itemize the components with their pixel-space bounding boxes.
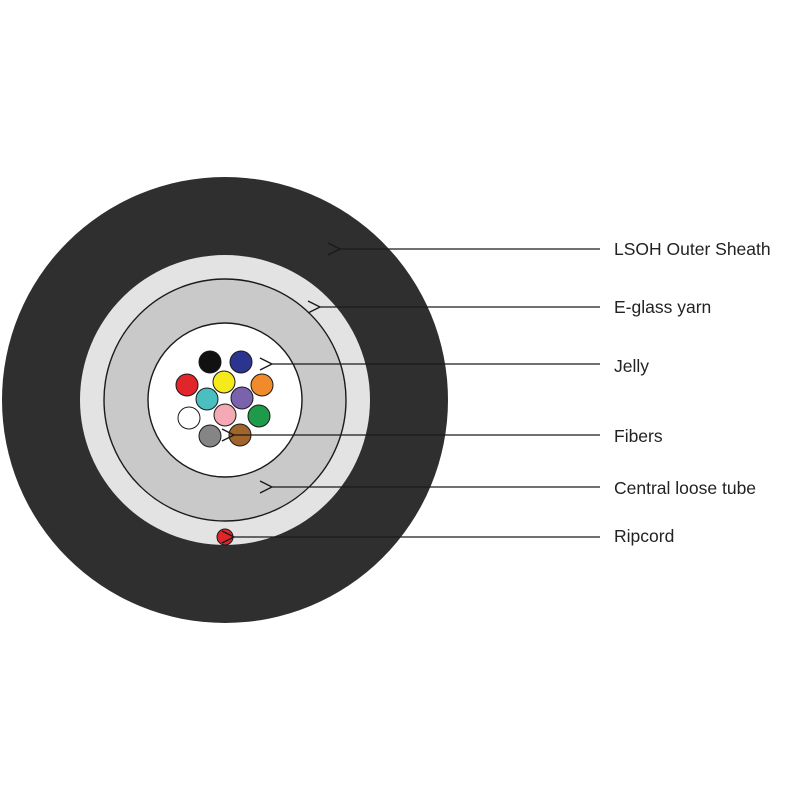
loose-tube-label: Central loose tube: [614, 478, 756, 498]
fiber-black-icon: [198, 350, 222, 374]
fiber-red-icon: [175, 373, 199, 397]
jelly-label: Jelly: [614, 356, 649, 376]
fibers-label: Fibers: [614, 426, 663, 446]
fiber-blue-icon: [229, 350, 253, 374]
fiber-aqua-icon: [195, 387, 219, 411]
fiber-violet-icon: [230, 386, 254, 410]
fiber-yellow-icon: [212, 370, 236, 394]
ripcord-label: Ripcord: [614, 526, 674, 546]
ripcord-icon: [216, 528, 234, 546]
fiber-rose-icon: [213, 403, 237, 427]
fiber-green-icon: [247, 404, 271, 428]
fiber-slate-icon: [198, 424, 222, 448]
outer-sheath-label: LSOH Outer Sheath: [614, 239, 771, 259]
fiber-orange-icon: [250, 373, 274, 397]
fiber-white-icon: [177, 406, 201, 430]
jelly-layer: [147, 322, 303, 478]
eglass-yarn-label: E-glass yarn: [614, 297, 711, 317]
fiber-bundle: [175, 350, 274, 448]
